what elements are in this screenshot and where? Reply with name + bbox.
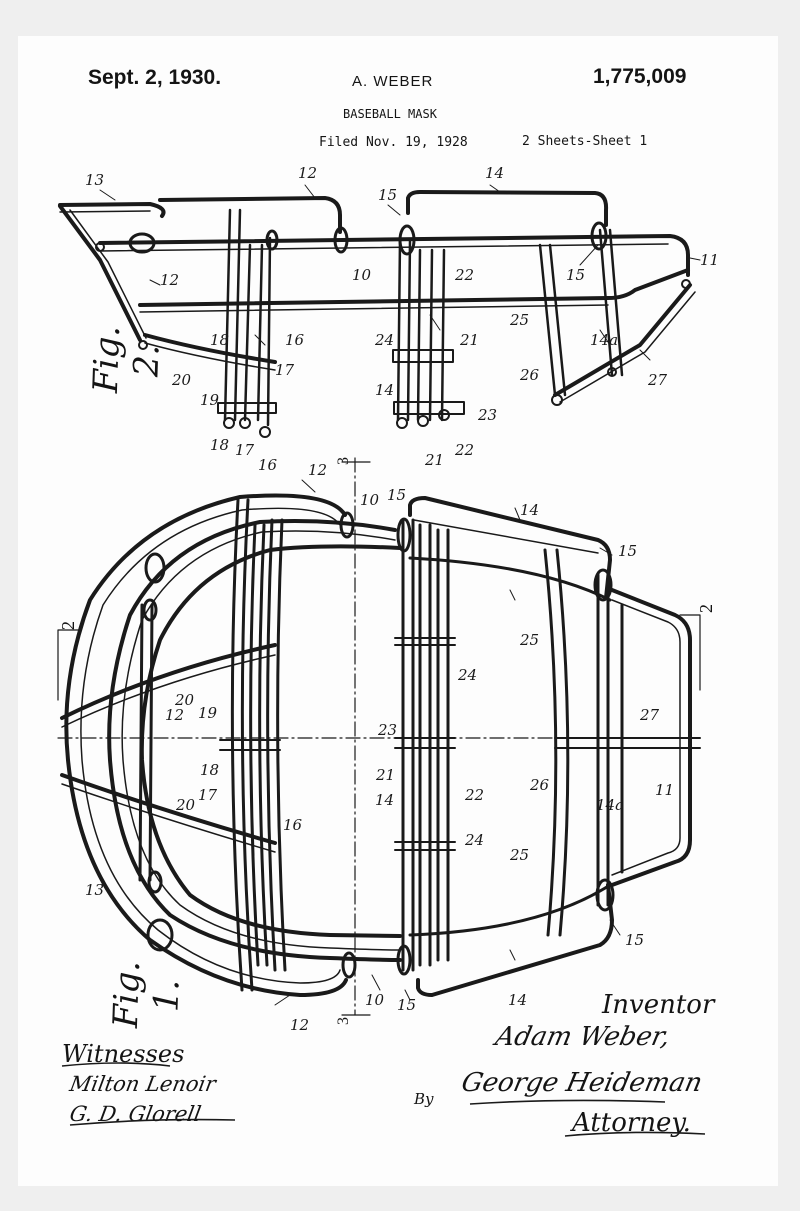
svg-text:13: 13 [85,881,104,899]
svg-text:26: 26 [519,366,540,384]
patent-date: Sept. 2, 1930. [88,66,222,89]
svg-text:15: 15 [566,266,585,284]
svg-text:16: 16 [283,816,303,834]
svg-text:12: 12 [165,706,184,724]
svg-text:12: 12 [290,1016,309,1034]
svg-text:14a: 14a [590,331,618,349]
sheet-count: 2 Sheets-Sheet 1 [522,134,648,149]
patent-number: 1,775,009 [593,65,687,88]
fig2-side-view [58,184,701,438]
svg-text:14: 14 [375,381,394,399]
section-lines [57,457,701,1016]
svg-text:23: 23 [377,721,397,739]
svg-text:10: 10 [352,266,372,284]
svg-text:25: 25 [509,846,529,864]
patent-title: BASEBALL MASK [343,107,437,121]
inventor-label: Inventor [602,990,715,1020]
svg-text:18: 18 [210,331,229,349]
svg-text:10: 10 [360,491,380,509]
svg-text:12: 12 [298,164,317,182]
svg-text:18: 18 [210,436,229,454]
svg-text:17: 17 [275,361,295,379]
svg-text:21: 21 [459,331,479,349]
svg-text:17: 17 [235,441,255,459]
svg-text:17: 17 [198,786,218,804]
svg-text:20: 20 [174,691,195,709]
svg-text:27: 27 [639,706,660,724]
svg-text:16: 16 [285,331,305,349]
svg-text:15: 15 [397,996,416,1014]
svg-text:18: 18 [200,761,219,779]
svg-text:13: 13 [85,171,104,189]
svg-text:24: 24 [464,831,484,849]
svg-text:25: 25 [519,631,539,649]
svg-text:14: 14 [520,501,539,519]
svg-text:21: 21 [424,451,444,469]
svg-text:22: 22 [454,441,474,459]
svg-text:27: 27 [647,371,668,389]
inventor-name: A. WEBER [352,73,434,90]
fig1-front-view [60,479,701,1006]
svg-text:15: 15 [625,931,644,949]
svg-text:11: 11 [700,251,719,269]
svg-text:15: 15 [378,186,397,204]
svg-text:14a: 14a [596,796,624,814]
svg-text:20: 20 [175,796,196,814]
svg-text:15: 15 [387,486,406,504]
filed-date: Filed Nov. 19, 1928 [319,135,468,150]
svg-text:14: 14 [485,164,504,182]
svg-text:19: 19 [198,704,218,722]
svg-text:10: 10 [365,991,385,1009]
svg-text:11: 11 [655,781,674,799]
svg-text:23: 23 [477,406,497,424]
svg-text:24: 24 [374,331,394,349]
svg-text:12: 12 [160,271,179,289]
svg-text:16: 16 [258,456,278,474]
svg-text:24: 24 [457,666,477,684]
svg-text:22: 22 [454,266,474,284]
svg-text:22: 22 [464,786,484,804]
svg-text:21: 21 [375,766,395,784]
svg-text:14: 14 [508,991,527,1009]
svg-text:20: 20 [171,371,192,389]
svg-text:25: 25 [509,311,529,329]
by-label: By [414,1090,434,1108]
svg-text:19: 19 [200,391,220,409]
svg-text:15: 15 [618,542,637,560]
svg-text:12: 12 [308,461,327,479]
svg-text:14: 14 [375,791,394,809]
svg-text:26: 26 [529,776,550,794]
